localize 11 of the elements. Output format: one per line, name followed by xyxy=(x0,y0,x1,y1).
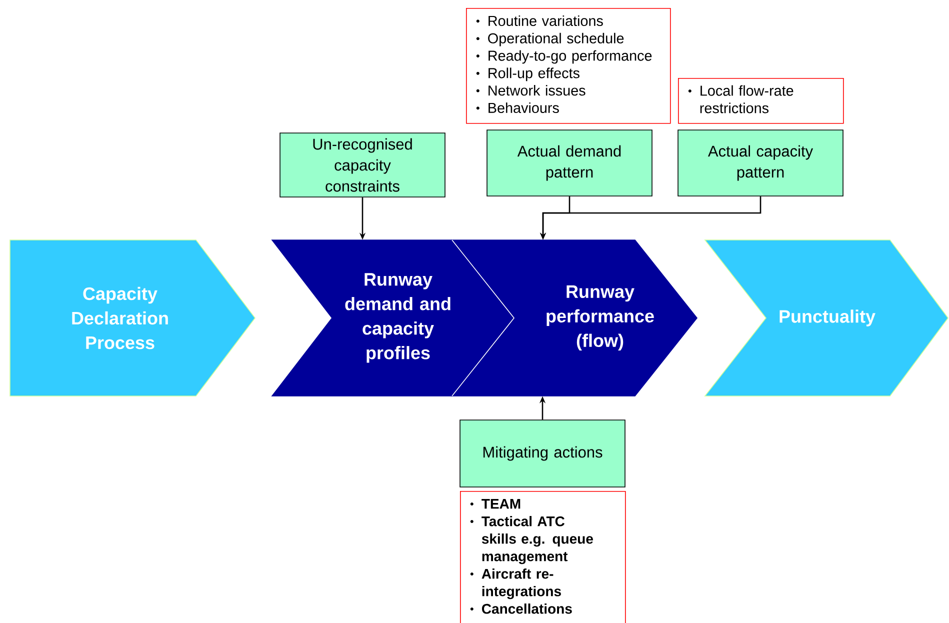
process-step: Punctuality xyxy=(704,240,949,396)
bullet-list-box: Routine variations Operational schedule Ready-to-go performance Roll-up effects Network issues Behaviours xyxy=(466,8,671,124)
bullet-list-box: TEAM Tactical ATC skills e.g. queue management Aircraft re-integrations Cancellations xyxy=(460,491,626,623)
text-box: Mitigating actions xyxy=(460,420,626,488)
process-step: Runway demand and capacity profiles xyxy=(271,240,515,396)
text-box: Un-recognised capacity constraints xyxy=(280,132,446,198)
bullet-list-box: Local flow-rate restrictions xyxy=(678,78,844,124)
text-box: Actual capacity pattern xyxy=(678,130,844,196)
process-step: Capacity Declaration Process xyxy=(10,240,256,396)
process-step: Runway performance (flow) xyxy=(451,240,698,396)
text-box: Actual demand pattern xyxy=(486,130,652,196)
